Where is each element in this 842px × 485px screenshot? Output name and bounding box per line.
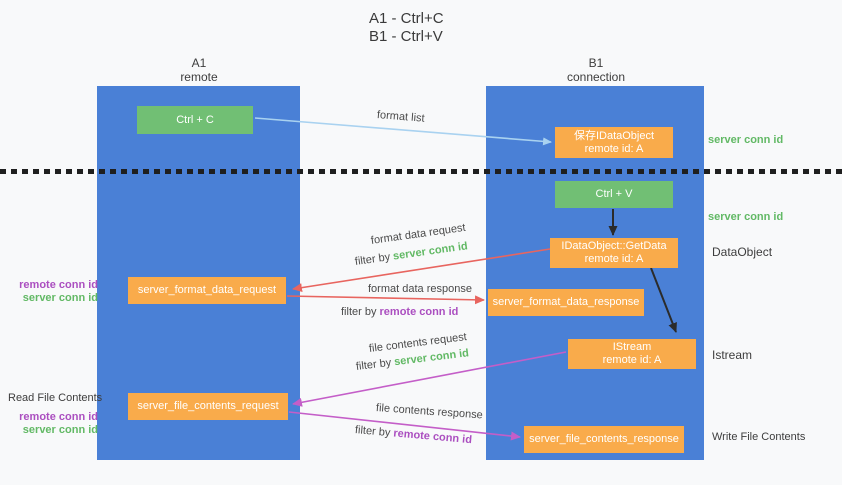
lane-a1-title: A1 — [191, 56, 207, 70]
label-left-conn-ids-top: remote conn id server conn id — [10, 279, 98, 305]
node-save-idataobject-line2: remote id: A — [584, 142, 644, 155]
node-format-response-label: server_format_data_response — [492, 296, 640, 308]
lane-b1-title: B1 — [588, 56, 604, 70]
node-getdata-line1: IDataObject::GetData — [561, 240, 667, 252]
label-dataobject: DataObject — [712, 245, 773, 259]
lane-header-a1: A1 remote — [99, 56, 299, 84]
node-ctrl-v: Ctrl + V — [555, 181, 673, 208]
remote-conn-id-label: remote conn id — [19, 411, 98, 423]
node-file-response-label: server_file_contents_response — [529, 433, 679, 445]
remote-conn-id-label: remote conn id — [19, 279, 98, 291]
diagram-title: A1 - Ctrl+C B1 - Ctrl+V — [369, 10, 444, 46]
title-line-1: A1 - Ctrl+C — [369, 10, 444, 27]
lane-a1-subtitle: remote — [180, 70, 218, 84]
filter-prefix: filter by — [341, 306, 380, 318]
label-format-data-response: format data response — [368, 283, 472, 295]
node-save-idataobject: 保存IDataObject remote id: A — [555, 127, 673, 158]
label-server-conn-id-right-1: server conn id — [708, 134, 784, 146]
node-format-request-label: server_format_data_request — [137, 284, 277, 296]
node-istream-line1: IStream — [612, 341, 652, 353]
node-server-file-contents-response: server_file_contents_response — [524, 426, 684, 453]
arrow-getdata-to-istream — [650, 267, 677, 333]
arrow-format-data-response — [286, 295, 485, 305]
label-server-conn-id-right-2: server conn id — [708, 211, 784, 223]
label-istream: Istream — [712, 348, 753, 362]
node-getdata-line2: remote id: A — [584, 253, 644, 265]
node-ctrl-c-label: Ctrl + C — [176, 113, 214, 126]
session-divider-dotted-line — [0, 169, 842, 174]
arrow-format-list — [254, 117, 552, 146]
label-left-conn-ids-bottom: remote conn id server conn id — [10, 411, 98, 437]
remote-conn-id-text: remote conn id — [379, 306, 459, 318]
arrow-file-contents-response — [288, 411, 521, 441]
label-filter-by-remote-conn-id-1: filter by remote conn id — [341, 306, 458, 318]
node-server-file-contents-request: server_file_contents_request — [128, 393, 288, 420]
arrow-file-contents-request — [292, 351, 567, 407]
label-read-file-contents: Read File Contents — [8, 392, 103, 404]
server-conn-id-label: server conn id — [22, 424, 98, 436]
node-file-request-label: server_file_contents_request — [137, 400, 279, 412]
node-server-format-data-request: server_format_data_request — [128, 277, 286, 304]
label-write-file-contents: Write File Contents — [712, 431, 806, 443]
node-istream: IStream remote id: A — [568, 339, 696, 369]
node-idataobject-getdata: IDataObject::GetData remote id: A — [550, 238, 678, 268]
node-server-format-data-response: server_format_data_response — [488, 289, 644, 316]
arrow-format-data-request — [292, 248, 551, 293]
lane-header-b1: B1 connection — [487, 56, 705, 84]
node-ctrl-v-label: Ctrl + V — [595, 188, 633, 200]
server-conn-id-label: server conn id — [22, 292, 98, 304]
node-save-idataobject-line1: 保存IDataObject — [573, 129, 655, 142]
title-line-2: B1 - Ctrl+V — [369, 28, 443, 45]
lane-b1-subtitle: connection — [566, 70, 626, 84]
node-istream-line2: remote id: A — [602, 354, 662, 366]
node-ctrl-c: Ctrl + C — [137, 106, 253, 134]
